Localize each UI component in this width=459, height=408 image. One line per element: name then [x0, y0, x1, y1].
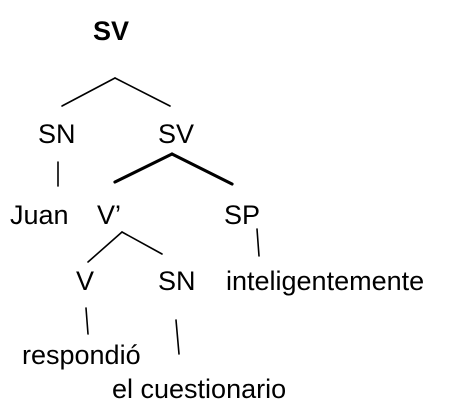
adverb-word: inteligentemente: [226, 266, 424, 296]
edge-sv-sp: [170, 152, 234, 186]
edge-vbar-v: [87, 231, 123, 263]
v-head-label: V: [76, 266, 94, 296]
edge-sp-adverb: [256, 228, 260, 257]
edge-root-right: [114, 77, 171, 107]
edge-root-left: [61, 77, 116, 107]
root-node-label: SV: [93, 16, 129, 46]
sn-subject-label: SN: [38, 119, 76, 149]
sv-inner-label: SV: [158, 119, 194, 149]
juan-word: Juan: [10, 200, 69, 230]
object-phrase: el cuestionario: [112, 374, 286, 404]
edge-v-verb: [85, 307, 89, 335]
v-bar-label: V’: [97, 200, 121, 230]
verb-word: respondió: [22, 340, 141, 370]
sn-object-label: SN: [158, 266, 196, 296]
edge-sv-vbar: [113, 152, 174, 184]
edge-sn-object: [175, 319, 180, 355]
sp-label: SP: [224, 200, 260, 230]
edge-vbar-sn: [121, 231, 163, 255]
